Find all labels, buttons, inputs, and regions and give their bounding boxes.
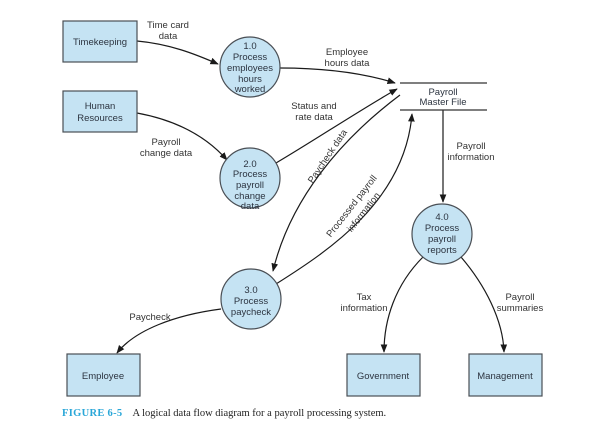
process-1-0-line-3: employees xyxy=(227,63,273,74)
label-status-rate-1: Status and xyxy=(291,101,336,112)
label-tax-information-1: Tax xyxy=(357,292,372,303)
process-2-0-line-1: 2.0 xyxy=(243,159,256,170)
flow-tax-information xyxy=(380,256,424,353)
label-tax-information-2: information xyxy=(341,303,388,314)
process-2-0-line-3: payroll xyxy=(236,180,264,191)
process-2-0: 2.0 Process payroll change data xyxy=(219,147,281,212)
process-1-0-line-5: worked xyxy=(234,84,266,95)
entity-government-label: Government xyxy=(357,371,410,382)
flow-status-rate-data xyxy=(275,88,398,164)
figure-number: FIGURE 6-5 xyxy=(62,408,123,419)
process-3-0-line-1: 3.0 xyxy=(244,285,257,296)
data-store-payroll-master-file: Payroll Master File xyxy=(400,82,487,111)
entity-timekeeping: Timekeeping xyxy=(62,20,138,63)
process-4-0-line-4: reports xyxy=(427,245,457,256)
label-employee-hours-2: hours data xyxy=(325,58,371,69)
figure-caption-text: A logical data flow diagram for a payrol… xyxy=(132,408,387,419)
data-store-label-2: Master File xyxy=(420,97,467,108)
process-4-0: 4.0 Process payroll reports xyxy=(411,203,473,265)
process-1-0: 1.0 Process employees hours worked xyxy=(219,36,281,98)
process-3-0-line-2: Process xyxy=(234,296,269,307)
label-employee-hours-1: Employee xyxy=(326,47,368,58)
entity-management-label: Management xyxy=(477,371,533,382)
label-payroll-change-1: Payroll xyxy=(151,137,180,148)
data-store-label-1: Payroll xyxy=(428,87,457,98)
label-payroll-information-1: Payroll xyxy=(456,141,485,152)
entity-government: Government xyxy=(346,353,421,397)
label-time-card-1: Time card xyxy=(147,20,189,31)
flow-paycheck-data xyxy=(271,94,401,272)
entity-management: Management xyxy=(468,353,543,397)
entity-timekeeping-label: Timekeeping xyxy=(73,37,127,48)
process-4-0-line-2: Process xyxy=(425,223,460,234)
process-1-0-line-2: Process xyxy=(233,52,268,63)
flow-processed-payroll-information xyxy=(275,113,415,285)
label-payroll-change-2: change data xyxy=(140,148,193,159)
figure-caption: FIGURE 6-5 A logical data flow diagram fo… xyxy=(62,408,386,419)
entity-human-resources-label-1: Human xyxy=(85,101,116,112)
entity-human-resources-label-2: Resources xyxy=(77,113,123,124)
label-payroll-summaries-2: summaries xyxy=(497,303,544,314)
flow-time-card-data xyxy=(136,40,219,65)
process-2-0-line-4: change xyxy=(234,191,265,202)
entity-employee-label: Employee xyxy=(82,371,124,382)
label-status-rate-2: rate data xyxy=(295,112,333,123)
flow-payroll-summaries xyxy=(460,256,508,353)
label-payroll-information-2: information xyxy=(448,152,495,163)
process-2-0-line-5: data xyxy=(241,201,260,212)
process-4-0-line-1: 4.0 xyxy=(435,212,448,223)
label-time-card-2: data xyxy=(159,31,178,42)
flow-employee-hours-data xyxy=(279,67,396,84)
label-paycheck-data: Paycheck data xyxy=(306,127,350,185)
label-paycheck: Paycheck xyxy=(129,312,170,323)
process-4-0-line-3: payroll xyxy=(428,234,456,245)
flow-paycheck xyxy=(116,308,222,354)
entity-human-resources: Human Resources xyxy=(62,90,138,133)
label-payroll-summaries-1: Payroll xyxy=(505,292,534,303)
entity-employee: Employee xyxy=(66,353,141,397)
process-3-0-line-3: paycheck xyxy=(231,307,271,318)
process-3-0: 3.0 Process paycheck xyxy=(220,268,282,330)
flow-payroll-change-data xyxy=(136,112,228,161)
process-1-0-line-1: 1.0 xyxy=(243,41,256,52)
process-1-0-line-4: hours xyxy=(238,74,262,85)
process-2-0-line-2: Process xyxy=(233,169,268,180)
